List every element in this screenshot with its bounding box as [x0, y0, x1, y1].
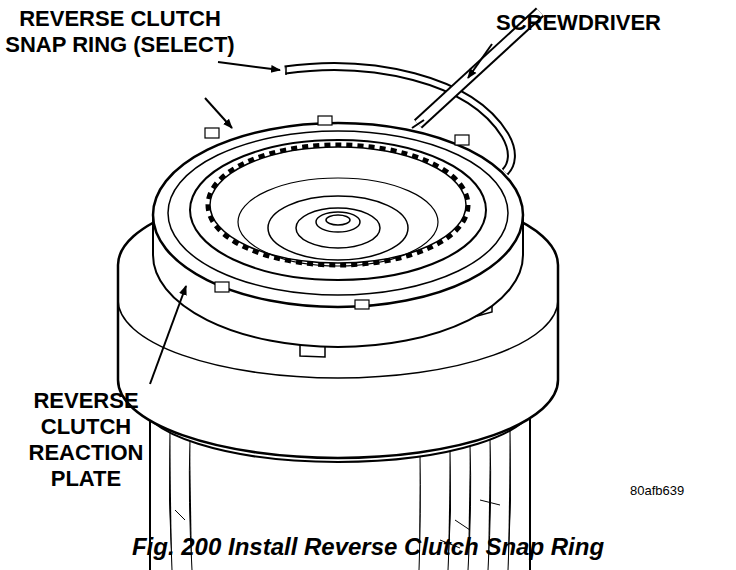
part-label: REVERSE CLUTCH REACTION PLATE: [6, 388, 166, 492]
part-label: SCREWDRIVER: [496, 10, 726, 36]
leader-lines: [150, 44, 492, 384]
figure-caption: Fig. 200 Install Reverse Clutch Snap Rin…: [0, 532, 736, 562]
figure-code: 80afb639: [630, 483, 730, 499]
snap-ring: [285, 66, 511, 172]
reaction-plate: [153, 116, 523, 347]
part-label: REVERSE CLUTCH SNAP RING (SELECT): [4, 6, 236, 58]
clutch-pack: [190, 140, 486, 280]
